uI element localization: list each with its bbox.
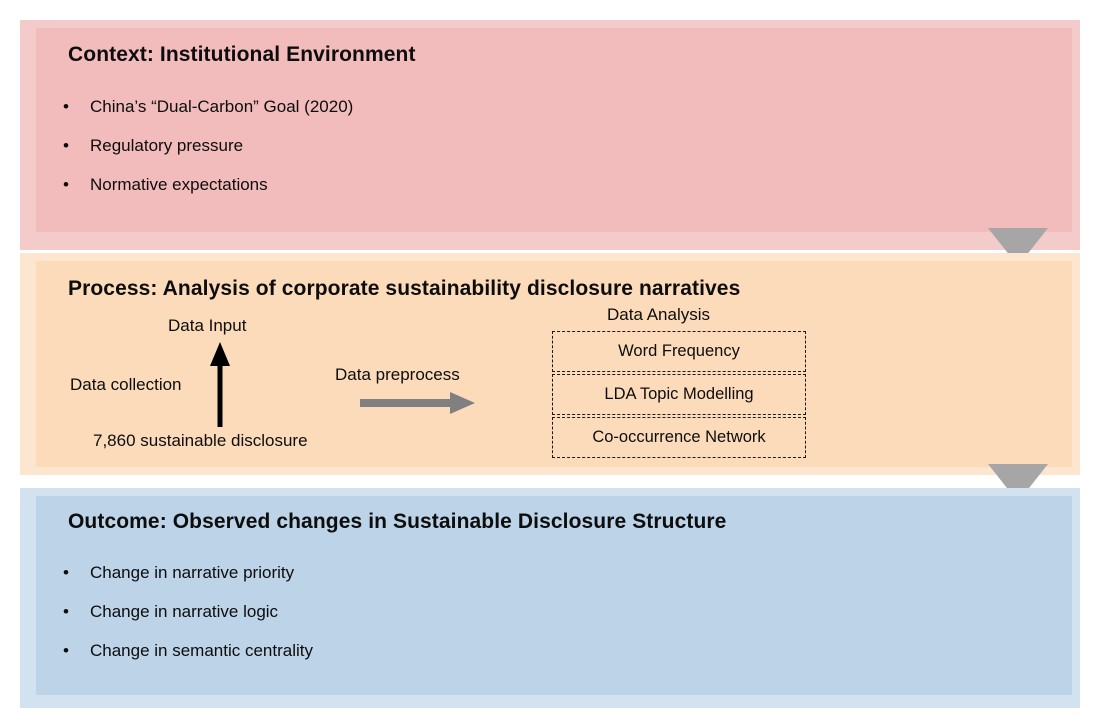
context-bullet-2: Regulatory pressure: [90, 136, 244, 155]
bullet-dot-icon: •: [63, 175, 69, 194]
outcome-bullet-2: Change in narrative logic: [90, 602, 279, 621]
data-collection-label: Data collection: [70, 375, 182, 394]
context-bullet-list: • China’s “Dual-Carbon” Goal (2020) • Re…: [60, 96, 860, 213]
analysis-method-label: Word Frequency: [618, 342, 740, 360]
data-preprocess-label: Data preprocess: [335, 365, 460, 384]
analysis-method-label: LDA Topic Modelling: [604, 385, 754, 403]
right-arrow-icon: [360, 392, 475, 414]
analysis-methods-stack: Word Frequency LDA Topic Modelling Co-oc…: [552, 331, 806, 458]
outcome-panel-title: Outcome: Observed changes in Sustainable…: [68, 510, 727, 533]
outcome-bullet-list: • Change in narrative priority • Change …: [60, 562, 860, 679]
data-input-label: Data Input: [168, 316, 247, 335]
sustainable-disclosure-count-label: 7,860 sustainable disclosure: [93, 431, 308, 450]
outcome-panel: [36, 496, 1072, 695]
context-bullet-1: China’s “Dual-Carbon” Goal (2020): [90, 97, 354, 116]
bullet-dot-icon: •: [63, 136, 69, 155]
list-item: • Change in narrative logic: [60, 601, 860, 640]
analysis-method-lda-topic-modelling: LDA Topic Modelling: [552, 374, 806, 415]
outcome-bullet-1: Change in narrative priority: [90, 563, 295, 582]
analysis-method-word-frequency: Word Frequency: [552, 331, 806, 372]
process-panel-title: Process: Analysis of corporate sustainab…: [68, 277, 741, 300]
outcome-bullet-3: Change in semantic centrality: [90, 641, 314, 660]
list-item: • Normative expectations: [60, 174, 860, 213]
list-item: • Regulatory pressure: [60, 135, 860, 174]
bullet-dot-icon: •: [63, 641, 69, 660]
bullet-dot-icon: •: [63, 602, 69, 621]
context-panel-title: Context: Institutional Environment: [68, 43, 416, 66]
list-item: • Change in semantic centrality: [60, 640, 860, 679]
list-item: • China’s “Dual-Carbon” Goal (2020): [60, 96, 860, 135]
process-panel: [36, 261, 1072, 467]
analysis-method-co-occurrence-network: Co-occurrence Network: [552, 417, 806, 458]
list-item: • Change in narrative priority: [60, 562, 860, 601]
data-analysis-label: Data Analysis: [607, 305, 710, 324]
context-panel: [36, 28, 1072, 232]
bullet-dot-icon: •: [63, 97, 69, 116]
bullet-dot-icon: •: [63, 563, 69, 582]
analysis-method-label: Co-occurrence Network: [592, 428, 766, 446]
context-bullet-3: Normative expectations: [90, 175, 268, 194]
up-arrow-icon: [210, 342, 230, 427]
